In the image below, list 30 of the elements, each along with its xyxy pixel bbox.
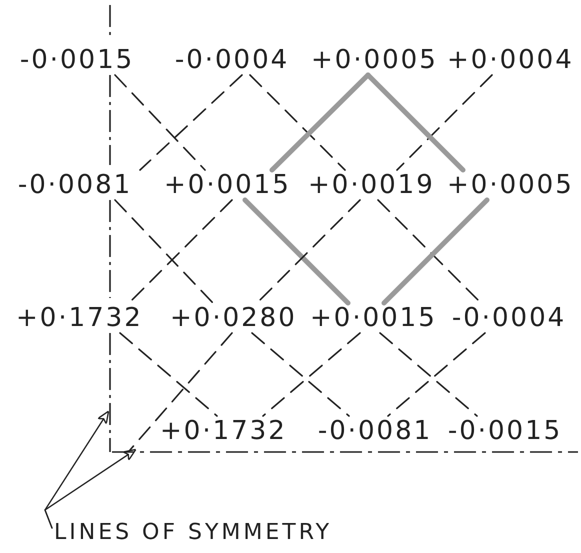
dashed-line xyxy=(251,332,350,417)
coefficient-value: -0·0081 xyxy=(313,416,437,446)
coefficient-value: -0·0015 xyxy=(15,45,139,75)
highlight-line xyxy=(242,198,350,306)
coefficient-value: +0·0004 xyxy=(447,45,571,75)
dashed-line xyxy=(139,74,243,171)
coefficient-value: +0·1732 xyxy=(160,416,284,446)
symmetry-line xyxy=(112,450,578,454)
dashed-line xyxy=(262,332,361,417)
coefficient-value: +0·0005 xyxy=(447,170,571,200)
highlight-line xyxy=(270,72,370,172)
coefficient-value: +0·0280 xyxy=(170,303,294,333)
coefficient-value: +0·0015 xyxy=(310,303,434,333)
dashed-line xyxy=(114,199,214,304)
dashed-line xyxy=(396,74,493,171)
dashed-line xyxy=(114,74,206,171)
dashed-line xyxy=(129,332,233,451)
highlight-line xyxy=(366,72,466,172)
coefficient-value: -0·0004 xyxy=(170,45,294,75)
coefficient-value: +0·0019 xyxy=(308,170,432,200)
leader-arrow xyxy=(44,448,136,529)
dashed-line xyxy=(249,74,346,171)
coefficient-value: -0·0004 xyxy=(447,303,571,333)
coefficient-value: +0·0005 xyxy=(311,45,435,75)
coefficient-value: +0·1732 xyxy=(16,303,140,333)
callout-label: LINES OF SYMMETRY xyxy=(40,518,440,550)
dashed-line xyxy=(119,332,218,417)
coefficient-value: -0·0081 xyxy=(13,170,137,200)
coefficient-value: -0·0015 xyxy=(443,416,567,446)
coefficient-value: +0·0015 xyxy=(164,170,288,200)
